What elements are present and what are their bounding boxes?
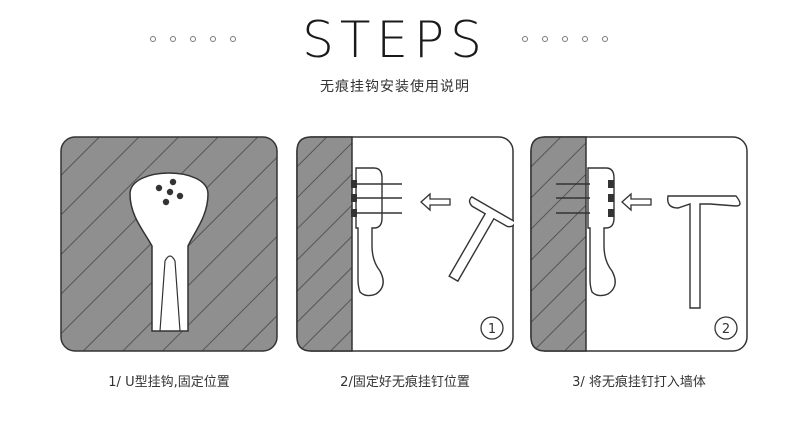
u-hook (129, 172, 209, 332)
hook-with-nails (351, 167, 402, 297)
wall-hatch (530, 136, 587, 352)
step2-caption: 2/固定好无痕挂钉位置 (340, 375, 470, 390)
hammer-icon (448, 195, 514, 283)
step-number-text: 2 (722, 322, 730, 337)
page-title: STEPS (302, 11, 488, 69)
step1-caption: 1/ U型挂钩,固定位置 (108, 375, 230, 390)
step3-caption: 3/ 将无痕挂钉打入墙体 (572, 375, 706, 390)
step-number-badge (480, 316, 504, 340)
decorative-dots-right (522, 36, 608, 42)
nail-hole-icon (155, 184, 163, 192)
step-number-badge (714, 316, 738, 340)
page-subtitle: 无痕挂钩安装使用说明 (320, 79, 470, 95)
hook-nailed (556, 167, 616, 297)
step3-illustration: 2 (530, 136, 748, 352)
step-number-text: 1 (488, 322, 496, 337)
nail-hole-icon (166, 188, 174, 196)
step2-illustration: 1 (296, 136, 514, 352)
nail-hole-icon (176, 192, 184, 200)
arrow-left-icon (621, 192, 652, 212)
nail-hole-icon (162, 198, 170, 206)
step1-illustration (60, 136, 278, 352)
decorative-dots-left (150, 36, 236, 42)
hammer-icon (667, 195, 741, 309)
arrow-left-icon (420, 192, 451, 212)
wall-hatch (296, 136, 353, 352)
nail-hole-icon (169, 178, 177, 186)
